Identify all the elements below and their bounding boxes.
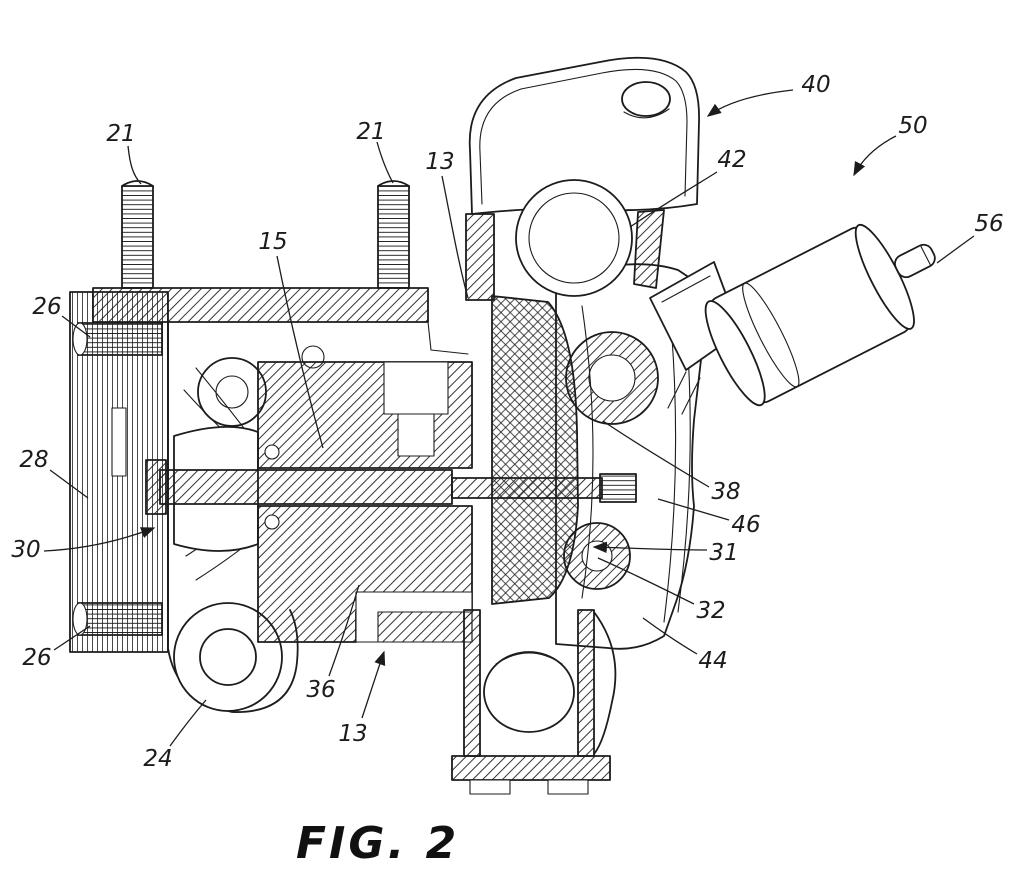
leader-38 [602, 420, 710, 488]
housing-foot-section [377, 611, 473, 643]
leader-15 [276, 255, 324, 449]
upper-bolt [77, 322, 163, 356]
leader-24 [169, 699, 207, 747]
leader-21-left [127, 145, 142, 185]
ref-label-26-upper: 26 [32, 294, 61, 320]
outlet-flange [451, 755, 611, 781]
rotor-shaft [145, 459, 637, 515]
compressor-backplate [69, 291, 169, 653]
leader-42 [629, 171, 718, 228]
leader-30 [43, 527, 156, 552]
outlet-flange-foot-left [469, 779, 511, 795]
leader-44 [642, 617, 698, 655]
actuator-rod-2 [681, 377, 701, 415]
leader-28 [49, 469, 89, 499]
ref-label-32: 32 [696, 598, 725, 624]
outlet-duct [451, 609, 617, 795]
backplate-slot [111, 407, 127, 477]
volute-curl-inner [199, 628, 257, 686]
leader-56 [936, 235, 975, 264]
ref-label-21-right: 21 [356, 119, 385, 145]
turbine-wheel [491, 295, 579, 605]
oil-inlet-notch [383, 361, 449, 415]
leader-40 [706, 89, 794, 117]
ref-label-21-left: 21 [106, 121, 135, 147]
oil-passage [397, 413, 435, 457]
ref-label-42: 42 [717, 147, 746, 173]
flange-inner [479, 68, 688, 205]
leader-32 [597, 557, 695, 605]
shaft-main [159, 469, 453, 505]
inlet-flange [465, 56, 700, 301]
leader-46 [657, 498, 730, 521]
leader-36 [328, 584, 360, 677]
lower-bolt-head [72, 602, 88, 636]
actuator-rod-1 [667, 371, 687, 409]
ref-label-13-bottom: 13 [338, 721, 367, 747]
ref-label-44: 44 [698, 648, 727, 674]
ref-label-38: 38 [711, 479, 740, 505]
leader-50 [853, 135, 897, 177]
reference-numerals: 21 21 13 40 42 50 56 26 15 28 30 26 24 3… [11, 72, 1003, 772]
turbine-housing [544, 263, 707, 650]
wastegate-actuator [649, 223, 936, 415]
outlet-opening-arc [495, 652, 563, 665]
shaft-threaded-end [599, 473, 637, 503]
canister-left-dome [704, 300, 766, 407]
stud-left-cap [121, 180, 154, 187]
bearing-housing [257, 361, 473, 643]
ref-label-24: 24 [143, 746, 172, 772]
ref-label-36: 36 [306, 677, 335, 703]
upper-bolt-head [72, 322, 88, 356]
ref-label-40: 40 [801, 72, 830, 98]
ref-label-26-lower: 26 [22, 645, 51, 671]
ref-label-13-top: 13 [425, 149, 454, 175]
outlet-flange-foot-right [547, 779, 589, 795]
canister-crimp-band [742, 282, 800, 388]
leader-26-upper [61, 315, 91, 338]
ref-label-15: 15 [258, 229, 287, 255]
outlet-wall-left [463, 609, 481, 757]
ref-label-56: 56 [974, 211, 1003, 237]
shaft-journal [451, 477, 603, 499]
plate-section [92, 287, 429, 323]
ref-label-31: 31 [709, 540, 738, 566]
stud-right-cap [377, 180, 410, 187]
outlet-opening [483, 651, 575, 733]
leader-21-right [376, 141, 394, 184]
ref-label-46: 46 [731, 512, 760, 538]
inlet-port-bore [528, 192, 620, 284]
turbocharger-cross-section [69, 56, 936, 795]
leader-lines [43, 89, 975, 747]
plate-step [427, 321, 469, 355]
turbine-scroll-upper-inner [588, 354, 636, 402]
stud-left [121, 185, 154, 289]
actuator-canister [704, 223, 936, 407]
ref-label-28: 28 [19, 447, 48, 473]
ref-label-30: 30 [11, 537, 40, 563]
upper-scroll-inner [215, 375, 249, 409]
seal-plate-bolt-lower [264, 514, 280, 530]
leader-13-bottom [361, 650, 386, 719]
outlet-wall-right [577, 609, 595, 757]
stud-right [377, 185, 410, 289]
leader-26-lower [53, 625, 91, 651]
seal-plate-bolt-upper [264, 444, 280, 460]
hose-nipple-tip-line [919, 244, 932, 267]
lower-bolt [77, 602, 163, 636]
leader-31 [592, 541, 708, 554]
outlet-bulge [593, 611, 617, 755]
figure-caption: FIG. 2 [296, 818, 459, 869]
flange-bolt-hole-shadow [623, 108, 670, 119]
ref-label-50: 50 [898, 113, 927, 139]
duct-wall-left [465, 213, 495, 301]
flange-bolt-hole [621, 81, 671, 117]
actuator-bracket-line [661, 275, 711, 303]
hose-nipple [894, 243, 936, 279]
heat-shield [581, 305, 594, 599]
leader-13-top [441, 175, 469, 299]
